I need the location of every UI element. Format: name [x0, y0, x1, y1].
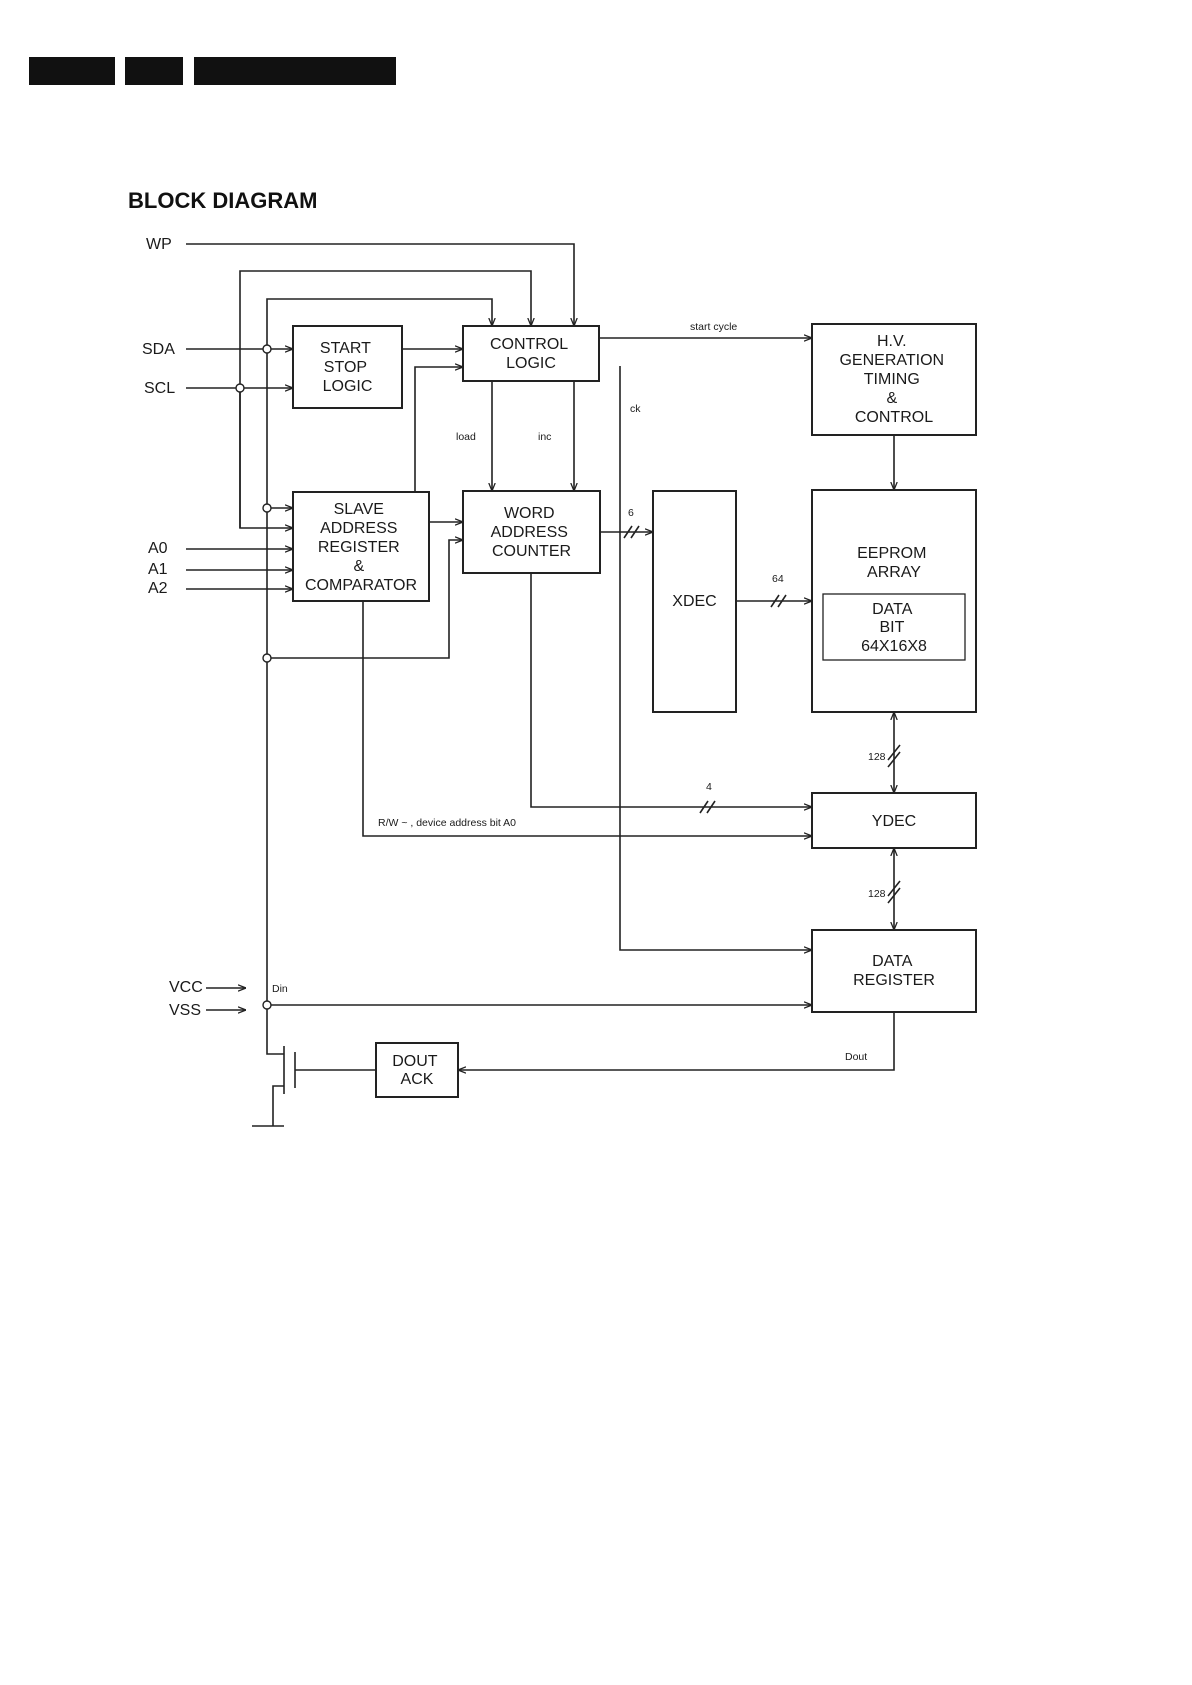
start-stop-logic-block: [292, 325, 403, 409]
pin-sda-label: SDA: [142, 341, 175, 358]
dout-ack-label: DOUT ACK: [392, 1053, 442, 1088]
signal-ck: ck: [630, 403, 641, 415]
start-stop-logic-label: START STOP LOGIC: [320, 340, 375, 395]
signal-bus-6: 6: [628, 507, 634, 519]
signal-rw-device-address: R/W ~ , device address bit A0: [378, 817, 516, 829]
bus-4-slash: [699, 800, 716, 814]
pin-wp-label: WP: [146, 236, 172, 253]
word-address-counter-label: WORD ADDRESS COUNTER: [491, 505, 573, 560]
output-transistor: [266, 1012, 296, 1126]
wire-ck: [619, 366, 812, 950]
signal-bus-4: 4: [706, 781, 712, 793]
bus-64-slash: [770, 594, 787, 608]
wire-loop-top: [239, 270, 531, 528]
wire-sda-to-word: [267, 540, 463, 659]
wire-dout: [458, 1012, 895, 1070]
pin-vss-label: VSS: [169, 1002, 201, 1019]
wire-sda-to-control: [266, 298, 492, 349]
slave-address-register-label: SLAVE ADDRESS REGISTER & COMPARATOR: [305, 501, 417, 594]
header-bar-3: [194, 57, 396, 85]
pin-a1-label: A1: [148, 561, 168, 578]
junction-din: [262, 1000, 272, 1010]
header-bar-1: [29, 57, 115, 85]
junction-word: [262, 653, 272, 663]
signal-inc: inc: [538, 431, 551, 443]
signal-bus-64: 64: [772, 573, 784, 585]
junction-sda: [262, 344, 272, 354]
ydec-label: YDEC: [872, 813, 916, 830]
dout-ack-block: [375, 1042, 459, 1098]
pin-a2-label: A2: [148, 580, 168, 597]
wire-wp: [186, 243, 574, 326]
data-register-block: [811, 929, 977, 1013]
hv-generation-label: H.V. GENERATION TIMING & CONTROL: [839, 333, 948, 426]
wire-rw: [362, 601, 812, 836]
control-logic-label: CONTROL LOGIC: [490, 336, 572, 372]
eeprom-array-label: EEPROM ARRAY: [857, 545, 931, 581]
junction-scl: [235, 383, 245, 393]
header-bar-2: [125, 57, 183, 85]
bus-128-top-slash: [887, 744, 901, 768]
bus-128-bottom-slash: [887, 880, 901, 904]
signal-dout: Dout: [845, 1051, 867, 1063]
control-logic-block: [462, 325, 600, 382]
signal-din: Din: [272, 983, 288, 995]
signal-load: load: [456, 431, 476, 443]
bus-6-slash: [623, 525, 640, 539]
signal-bus-128-top: 128: [868, 751, 886, 763]
page-title: BLOCK DIAGRAM: [128, 188, 317, 213]
wiring: [186, 243, 901, 1070]
wire-slave-to-control: [414, 367, 463, 492]
signal-bus-128-bottom: 128: [868, 888, 886, 900]
data-bit-block: [822, 593, 966, 661]
data-bit-label: DATA BIT 64X16X8: [861, 601, 927, 655]
xdec-label: XDEC: [672, 593, 716, 610]
data-register-label: DATA REGISTER: [853, 953, 935, 989]
pin-a0-label: A0: [148, 540, 168, 557]
pin-scl-label: SCL: [144, 380, 175, 397]
wire-scl-trunk: [239, 388, 293, 528]
wire-bus-4: [530, 573, 812, 807]
slave-address-register-block: [292, 491, 430, 602]
junction-slave: [262, 503, 272, 513]
signal-start-cycle: start cycle: [690, 321, 737, 333]
pin-vcc-label: VCC: [169, 979, 203, 996]
